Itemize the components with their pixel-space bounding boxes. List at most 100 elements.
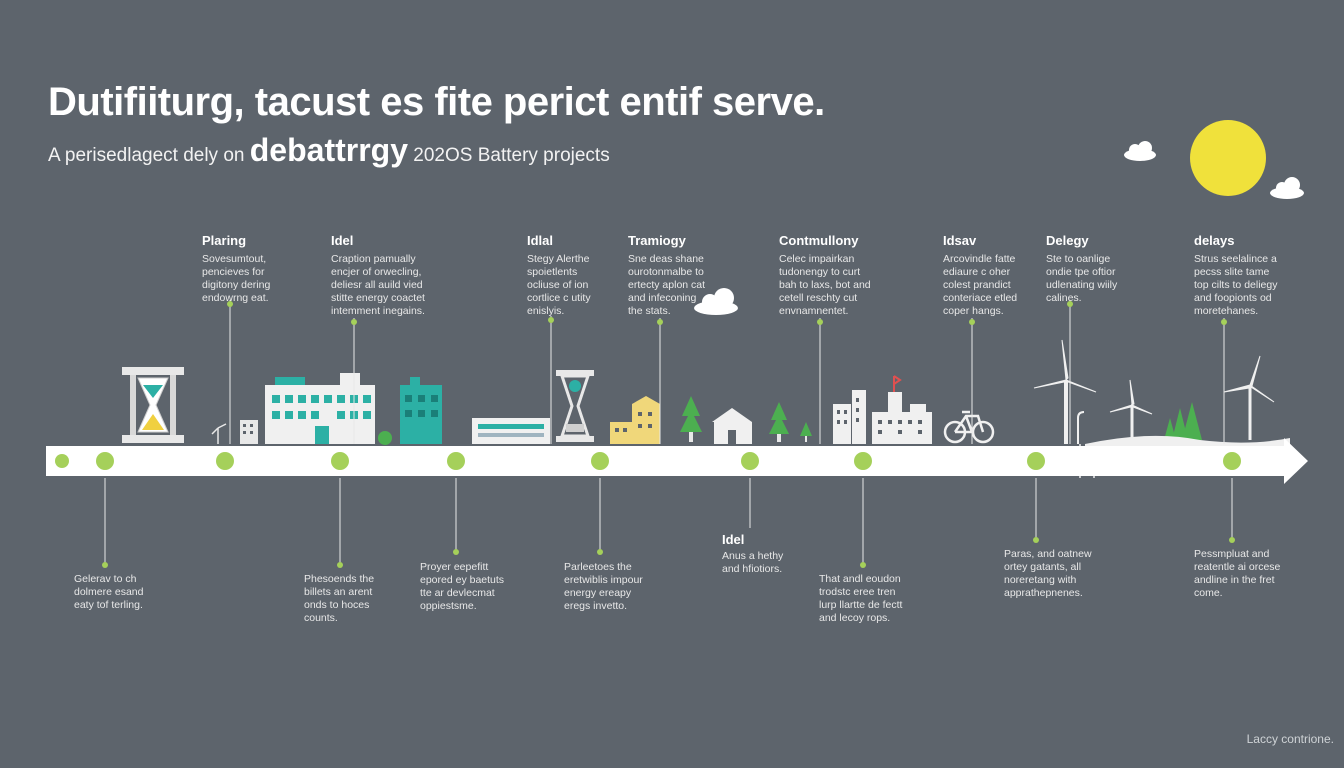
connector-dot <box>1067 301 1073 307</box>
milestone-text-line: ourotonmalbe to <box>628 266 704 278</box>
milestone-text-line: colest prandict <box>943 279 1011 291</box>
timeline-node <box>96 452 114 470</box>
milestone-text-line: calines. <box>1046 292 1082 304</box>
milestone-title: Idel <box>331 233 354 248</box>
milestone-text-line: ortey gatants, all <box>1004 561 1082 573</box>
milestone-text-line: Craption pamually <box>331 253 416 265</box>
timeline-node <box>331 452 349 470</box>
milestone-text-line: Strus seelalince a <box>1194 253 1277 265</box>
milestone-text-line: the stats. <box>628 305 671 317</box>
connector-dot <box>597 549 603 555</box>
footer-note: Laccy contrione. <box>1246 732 1334 746</box>
milestone-text-line: energy ereapy <box>564 587 632 599</box>
milestone-text-line: Pessmpluat and <box>1194 548 1270 560</box>
milestone-text-line: digitony dering <box>202 279 271 291</box>
milestone-text-line: noreretang with <box>1004 574 1077 586</box>
milestone-text-line: ondie tpe oftior <box>1046 266 1116 278</box>
milestone-text-line: Parleetoes the <box>564 561 632 573</box>
milestone-text-line: ediaure c oher <box>943 266 1011 278</box>
milestone-text-line: and infeconing <box>628 292 697 304</box>
milestone-text-line: Celec impairkan <box>779 253 855 265</box>
milestone-text-line: cortlice c utity <box>527 292 591 304</box>
milestone-text-line: intemment inegains. <box>331 305 425 317</box>
subtitle-highlight: debattrrgy <box>249 132 408 168</box>
wind-turbine-icon <box>1223 355 1275 440</box>
hourglass-icon <box>556 370 594 442</box>
cloud-icon <box>1124 141 1156 161</box>
milestone-title: Plaring <box>202 233 247 248</box>
milestone-text-line: epored ey baetuts <box>420 574 505 586</box>
connector-dot <box>969 319 975 325</box>
connector-dot <box>453 549 459 555</box>
subtitle-pre: A perisedlagect dely on <box>48 145 245 166</box>
milestone-text-line: reatentle ai orcese <box>1194 561 1281 573</box>
milestone-text-line: conteriace etled <box>943 292 1018 304</box>
milestone-text-line: eretwiblis impour <box>564 574 643 586</box>
connector-dot <box>227 301 233 307</box>
milestone-text-line: spoietlents <box>527 266 578 278</box>
connector-dot <box>337 562 343 568</box>
diagram-title: Dutifiiturg, tacust es fite perict entif… <box>48 80 825 124</box>
milestone-text-line: pecss slite tame <box>1194 266 1270 278</box>
milestone-text-line: ertecty aplon cat <box>628 279 706 291</box>
milestone-title: Idsav <box>943 233 977 248</box>
timeline-node <box>854 452 872 470</box>
milestone-text-line: endowrng eat. <box>202 292 269 304</box>
connector-dot <box>548 317 554 323</box>
timeline-arrow <box>46 438 1308 484</box>
milestone-title: Delegy <box>1046 233 1089 248</box>
milestone-text-line: Sovesumtout, <box>202 253 267 265</box>
milestone-text-line: udlenating wiily <box>1046 279 1118 291</box>
milestone-text-line: That andl eoudon <box>819 573 901 585</box>
tree-icon <box>680 396 702 442</box>
milestone-text-line: coper hangs. <box>943 305 1004 317</box>
timeline-node <box>1223 452 1241 470</box>
connector-dot <box>657 319 663 325</box>
milestone-text-line: and lecoy rops. <box>819 612 891 624</box>
flag-icon <box>893 375 902 392</box>
milestone-text-line: cetell reschty cut <box>779 292 858 304</box>
milestone-text-line: Stegy Alerthe <box>527 253 590 265</box>
milestone-text-line: Phesoends the <box>304 573 375 585</box>
subtitle-post: 202OS Battery projects <box>413 145 610 166</box>
milestone-text-line: come. <box>1194 587 1223 599</box>
milestone-text-line: Sne deas shane <box>628 253 704 265</box>
connector-dot <box>817 319 823 325</box>
milestone-text-line: encjer of orwecling, <box>331 266 422 278</box>
milestone-text-line: ocliuse of ion <box>527 279 589 291</box>
milestone-text-line: tudonengy to curt <box>779 266 861 278</box>
timeline-node <box>741 452 759 470</box>
milestone-text-line: top cilts to deliegy <box>1194 279 1278 291</box>
milestone-text-line: eregs invetto. <box>564 600 628 612</box>
houses-icon <box>610 396 660 444</box>
connector-dot <box>1229 537 1235 543</box>
ground-hill <box>1085 435 1290 448</box>
bush-icon <box>378 431 392 445</box>
milestone-text-line: stitte energy coactet <box>331 292 425 304</box>
cloud-icon <box>694 288 738 315</box>
milestone-text-line: and hfiotiors. <box>722 563 783 575</box>
milestone-text-line: deliesr all auild vied <box>331 279 423 291</box>
connector-dot <box>351 319 357 325</box>
connector-dot <box>860 562 866 568</box>
tree-icon <box>800 422 812 442</box>
timeline-node <box>591 452 609 470</box>
wind-turbine-icon <box>1033 339 1097 444</box>
milestone-text-line: Ste to oanlige <box>1046 253 1111 265</box>
tower-icon <box>240 420 258 444</box>
